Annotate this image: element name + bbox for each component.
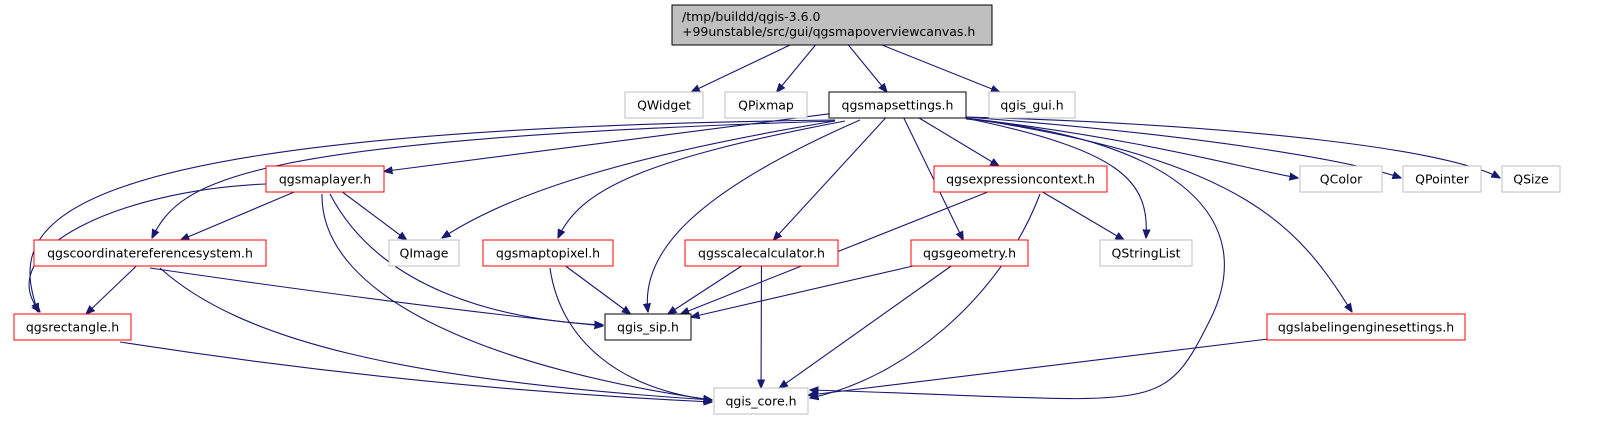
node-label-root-line-1: /tmp/buildd/qgis-3.6.0	[682, 9, 821, 24]
node-box-qsize	[1501, 165, 1561, 193]
node-qimage: QImage	[388, 239, 460, 267]
node-box-qpointer	[1402, 165, 1482, 193]
edge-root-to-qgsmapsettings	[847, 44, 886, 92]
node-qgsmapsettings[interactable]: qgsmapsettings.h	[828, 91, 967, 119]
node-box-qgsscalecalculator	[684, 239, 839, 267]
node-qgscrs[interactable]: qgscoordinatereferencesystem.h	[33, 239, 267, 267]
node-qgslabeling[interactable]: qgslabelingenginesettings.h	[1266, 313, 1466, 341]
node-label-qwidget: QWidget	[637, 98, 691, 113]
node-qpixmap: QPixmap	[724, 91, 808, 119]
node-qgis_core: qgis_core.h	[713, 387, 809, 415]
node-root[interactable]: /tmp/buildd/qgis-3.6.0+99unstable/src/gu…	[671, 4, 993, 46]
edge-root-to-qwidget	[691, 44, 791, 92]
edge-qgsmapsettings-to-qcolor	[965, 117, 1298, 178]
node-label-qgsscalecalculator: qgsscalecalculator.h	[698, 246, 825, 261]
edge-qgsmapsettings-to-qgis_core	[810, 118, 1225, 400]
node-box-qcolor	[1299, 165, 1383, 193]
edge-qgsmapsettings-to-qgsmaplayer	[384, 113, 830, 172]
node-label-qgis_sip: qgis_sip.h	[617, 320, 679, 335]
edge-qgsgeometry-to-qgis_core	[779, 265, 952, 388]
edge-qgscrs-to-qgis_core	[159, 267, 712, 400]
node-qgsmaplayer[interactable]: qgsmaplayer.h	[265, 165, 385, 193]
edge-root-to-qgis_gui	[881, 44, 1000, 92]
edge-root-to-qpixmap	[777, 44, 816, 92]
node-box-qstringlist	[1099, 239, 1193, 267]
edge-qgsexpressioncontext-to-qgis_core	[810, 193, 1041, 398]
node-qpointer: QPointer	[1402, 165, 1482, 193]
node-label-qpixmap: QPixmap	[738, 98, 794, 113]
edge-qgsmapsettings-to-qstringlist	[964, 117, 1146, 238]
edge-qgsmapsettings-to-qgscrs	[152, 120, 836, 238]
node-label-qpointer: QPointer	[1415, 172, 1470, 187]
node-qgsmaptopixel[interactable]: qgsmaptopixel.h	[482, 239, 614, 267]
node-box-qgsmaptopixel	[482, 239, 614, 267]
node-label-qstringlist: QStringList	[1112, 246, 1181, 261]
node-box-qgsmaplayer	[265, 165, 385, 193]
node-box-qimage	[388, 239, 460, 267]
node-label-qgis_gui: qgis_gui.h	[1000, 98, 1063, 113]
node-box-qgis_core	[713, 387, 809, 415]
node-qgsexpressioncontext[interactable]: qgsexpressioncontext.h	[933, 165, 1108, 193]
node-box-qwidget	[624, 91, 704, 119]
node-qgsrectangle[interactable]: qgsrectangle.h	[13, 313, 132, 341]
node-label-qimage: QImage	[400, 246, 449, 261]
edge-qgsscalecalculator-to-qgis_sip	[668, 265, 742, 314]
node-box-qgsrectangle	[13, 313, 132, 341]
edge-qgsmaplayer-to-qgsrectangle	[28, 183, 267, 312]
edge-qgsmapsettings-to-qgis_sip	[647, 119, 861, 312]
edge-qgsmaptopixel-to-qgis_core	[549, 267, 712, 400]
node-label-qgsmaptopixel: qgsmaptopixel.h	[496, 246, 600, 261]
edge-qgsmaplayer-to-qgscrs	[181, 191, 295, 240]
edge-qgsmapsettings-to-qgslabeling	[965, 117, 1352, 312]
node-box-qgsgeometry	[910, 239, 1029, 267]
edge-qgsexpressioncontext-to-qstringlist	[1042, 191, 1124, 240]
node-label-qgslabeling: qgslabelingenginesettings.h	[1278, 320, 1454, 335]
edge-qgsgeometry-to-qgis_sip	[691, 265, 914, 317]
edge-qgsmaptopixel-to-qgis_sip	[565, 265, 631, 314]
node-box-qgis_gui	[988, 91, 1076, 119]
edge-qgscrs-to-qgis_sip	[149, 267, 603, 326]
edge-qgsmapsettings-to-qimage	[442, 120, 836, 238]
node-qgsgeometry[interactable]: qgsgeometry.h	[910, 239, 1029, 267]
node-qgis_gui: qgis_gui.h	[988, 91, 1076, 119]
node-box-qgslabeling	[1266, 313, 1466, 341]
node-qcolor: QColor	[1299, 165, 1383, 193]
edge-qgsmaplayer-to-qimage	[342, 191, 406, 240]
node-box-root	[671, 4, 993, 46]
nodes-layer: /tmp/buildd/qgis-3.6.0+99unstable/src/gu…	[13, 4, 1561, 415]
node-box-qpixmap	[724, 91, 808, 119]
edge-qgscrs-to-qgsrectangle	[86, 265, 137, 314]
node-qgsscalecalculator[interactable]: qgsscalecalculator.h	[684, 239, 839, 267]
edge-qgsmapsettings-to-qgsmaptopixel	[558, 120, 846, 238]
edge-qgsmaplayer-to-qgis_core	[321, 193, 712, 400]
edge-qgsrectangle-to-qgis_core	[119, 341, 712, 402]
node-label-qgsrectangle: qgsrectangle.h	[26, 320, 119, 335]
edge-qgsmapsettings-to-qgsscalecalculator	[773, 117, 886, 240]
node-label-qgsgeometry: qgsgeometry.h	[923, 246, 1016, 261]
node-label-qsize: QSize	[1513, 172, 1549, 187]
node-box-qgis_sip	[604, 313, 692, 341]
node-label-qcolor: QColor	[1320, 172, 1363, 187]
node-label-qgscrs: qgscoordinatereferencesystem.h	[47, 246, 253, 261]
edge-qgsmapsettings-to-qgsexpressioncontext	[918, 117, 999, 166]
node-box-qgscrs	[33, 239, 267, 267]
node-label-qgis_core: qgis_core.h	[725, 394, 796, 409]
node-box-qgsmapsettings	[828, 91, 967, 119]
node-qstringlist: QStringList	[1099, 239, 1193, 267]
node-label-qgsmaplayer: qgsmaplayer.h	[279, 172, 371, 187]
node-label-root-line-2: +99unstable/src/gui/qgsmapoverviewcanvas…	[682, 24, 975, 39]
node-label-qgsexpressioncontext: qgsexpressioncontext.h	[946, 172, 1095, 187]
node-qgis_sip[interactable]: qgis_sip.h	[604, 313, 692, 341]
node-label-qgsmapsettings: qgsmapsettings.h	[842, 98, 954, 113]
edge-qgslabeling-to-qgis_core	[808, 338, 1268, 395]
node-qwidget: QWidget	[624, 91, 704, 119]
node-box-qgsexpressioncontext	[933, 165, 1108, 193]
node-qsize: QSize	[1501, 165, 1561, 193]
